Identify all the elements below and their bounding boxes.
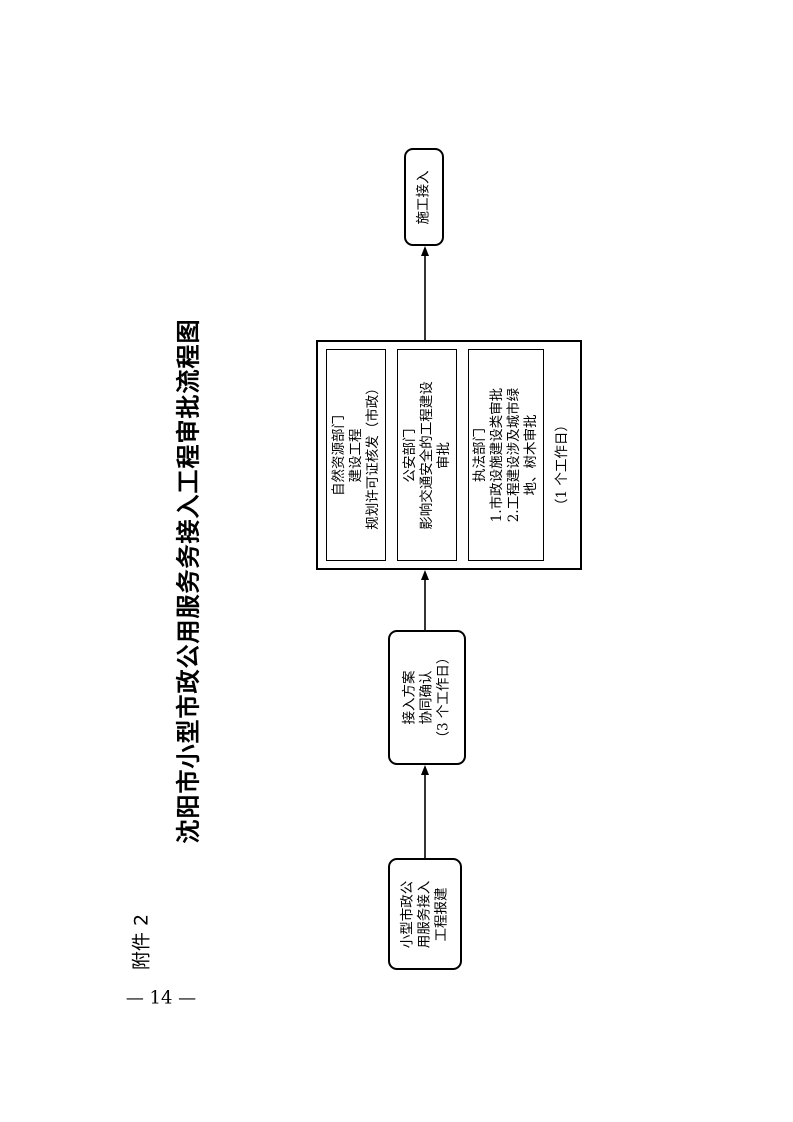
flow-node-project-application: 小型市政公 用服务接入 工程报建 [388, 858, 462, 970]
panel-line: 执法部门 [472, 428, 489, 483]
flow-node-text: 接入方案 协同确认 （3 个工作日） [402, 651, 453, 745]
panel-text: 自然资源部门 建设工程 规划许可证核发（市政） [331, 381, 382, 530]
flow-node-plan-confirmation: 接入方案 协同确认 （3 个工作日） [388, 630, 466, 765]
page-number: — 14 — [125, 987, 197, 1009]
node-line: 用服务接入 [416, 880, 433, 948]
panel-line: 建设工程 [347, 428, 364, 482]
panel-public-security: 公安部门 影响交通安全的工程建设 审批 [397, 349, 457, 561]
flow-node-construction-access: 施工接入 [404, 148, 444, 246]
flow-node-text: 小型市政公 用服务接入 工程报建 [400, 880, 451, 948]
node-line: 接入方案 [401, 670, 418, 725]
page-title: 沈阳市小型市政公用服务务接入工程审批流程图 [173, 318, 203, 844]
panel-line: 1.市政设施建设类审批 [489, 387, 506, 523]
node-line: 工程报建 [433, 887, 450, 941]
panel-text: 公安部门 影响交通安全的工程建设 审批 [402, 381, 453, 530]
arrow-step3-to-step4 [421, 246, 429, 340]
panel-line: 规划许可证核发（市政） [364, 380, 381, 530]
panel-line: 自然资源部门 [330, 414, 347, 496]
panel-natural-resources: 自然资源部门 建设工程 规划许可证核发（市政） [326, 349, 386, 561]
panel-line: 审批 [435, 441, 452, 469]
panel-line: 2.工程建设涉及城市绿 [506, 387, 523, 523]
node-line: 协同确认 [418, 670, 435, 725]
panel-text: 执法部门 1.市政设施建设类审批 2.工程建设涉及城市绿 地、树木审批 [472, 388, 540, 522]
node-line: 小型市政公 [399, 880, 416, 948]
node-line: （3 个工作日） [435, 650, 452, 745]
approval-duration: （1 个工作日） [554, 418, 570, 512]
arrow-step2-to-step3 [421, 570, 429, 630]
panel-line: 地、树木审批 [523, 414, 540, 496]
arrow-step1-to-step2 [421, 765, 429, 858]
panel-line: 影响交通安全的工程建设 [418, 380, 435, 530]
panel-law-enforcement: 执法部门 1.市政设施建设类审批 2.工程建设涉及城市绿 地、树木审批 [468, 349, 544, 561]
node-line: 施工接入 [415, 170, 432, 224]
flow-node-text: 施工接入 [416, 170, 433, 224]
attachment-label: 附件 2 [130, 913, 153, 971]
panel-line: 公安部门 [401, 428, 418, 482]
